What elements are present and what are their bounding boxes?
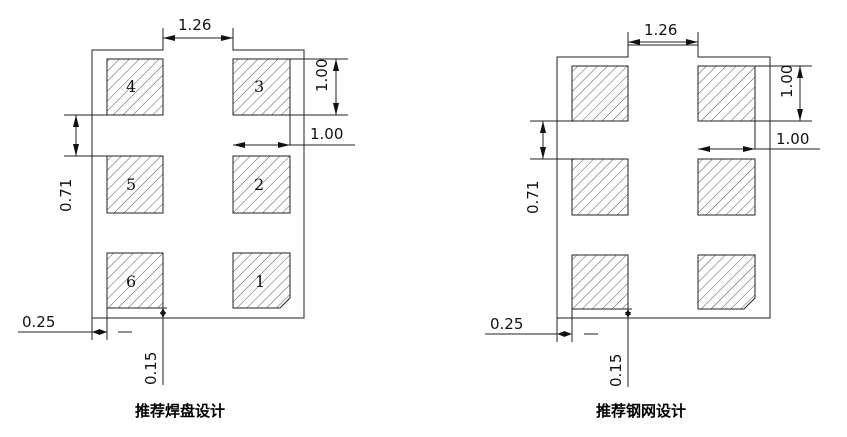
dim-pad-width: 1.00	[310, 125, 343, 143]
dim-edge: 0.25	[490, 315, 523, 333]
aperture-1	[697, 254, 756, 310]
aperture-3	[697, 65, 756, 122]
pad-number: 5	[126, 175, 136, 194]
aperture-6	[571, 254, 629, 310]
caption-pad-design: 推荐焊盘设计	[135, 402, 225, 420]
stencil-design-diagram: 1.26 1.00 1.00 0.71 0.25 0.15	[485, 21, 820, 420]
dim-pad-width: 1.00	[776, 130, 809, 148]
dim-pad-height: 1.00	[778, 65, 796, 98]
dim-bottom: 0.15	[142, 352, 160, 385]
aperture-4	[571, 65, 629, 122]
aperture-2	[697, 158, 756, 216]
pad-number: 2	[254, 175, 264, 194]
pad-number: 4	[126, 77, 136, 96]
pad-2	[232, 155, 291, 214]
dim-bottom: 0.15	[607, 354, 625, 387]
pad-6	[106, 252, 164, 309]
pad-number: 6	[126, 272, 136, 291]
dim-top-gap: 1.26	[644, 21, 677, 39]
pad-number: 3	[254, 77, 264, 96]
caption-stencil-design: 推荐钢网设计	[596, 402, 686, 420]
dim-row-gap: 0.71	[524, 181, 542, 214]
dim-pad-height: 1.00	[313, 59, 331, 92]
aperture-5	[571, 158, 629, 216]
pad-5	[106, 155, 164, 214]
pad-design-diagram: 4 3 5 2 6 1 1.26 1.00 1.00 0.71	[18, 16, 355, 420]
pad-number: 1	[255, 272, 265, 291]
pad-4	[106, 58, 164, 116]
dim-top-gap: 1.26	[178, 16, 211, 34]
dim-row-gap: 0.71	[57, 179, 75, 212]
pad-3	[232, 58, 291, 116]
pad-1	[232, 252, 291, 309]
dim-edge: 0.25	[22, 313, 55, 331]
